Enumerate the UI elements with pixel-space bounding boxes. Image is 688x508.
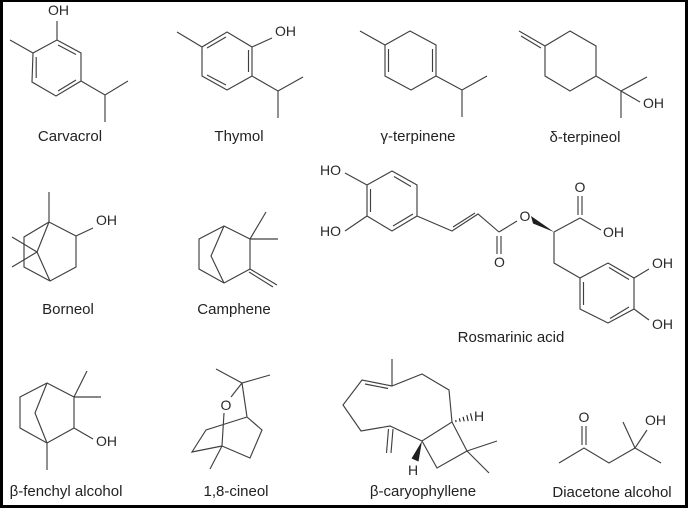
molecule-label-gamma-terpinene: γ-terpinene (380, 128, 456, 145)
rosmarinic-ho-bottom-label: HO (320, 223, 341, 239)
borneol-oh-label: OH (96, 212, 117, 228)
beta-caryophyllene-h-bottom-label: H (408, 462, 418, 478)
camphene-skeleton (198, 211, 278, 286)
molecule-label-carvacrol: Carvacrol (37, 128, 103, 145)
molecule-label-cineol: 1,8-cineol (203, 483, 269, 500)
molecule-carvacrol-structure: OH (9, 2, 129, 122)
gamma-terpinene-double-bonds (387, 49, 434, 72)
cineol-o-label: O (221, 397, 232, 413)
molecule-label-borneol: Borneol (42, 301, 94, 318)
rosmarinic-acid-double-bonds (369, 176, 630, 319)
beta-fenchyl-alcohol-skeleton (19, 370, 101, 470)
diacetone-alcohol-o-label: O (579, 409, 590, 425)
molecule-borneol-structure: OH (11, 192, 117, 282)
thymol-skeleton (176, 31, 304, 118)
rosmarinic-ester-o-label: O (520, 208, 531, 224)
molecule-label-diacetone-alcohol: Diacetone alcohol (552, 484, 672, 501)
molecule-label-beta-caryophyllene: β-caryophyllene (369, 483, 477, 500)
carvacrol-double-bonds (35, 44, 77, 92)
beta-caryophyllene-double-bond (364, 383, 389, 390)
borneol-skeleton (11, 192, 94, 282)
molecule-label-thymol: Thymol (214, 128, 264, 145)
delta-terpineol-oh-label: OH (643, 95, 664, 111)
thymol-oh-label: OH (275, 23, 296, 39)
molecule-diacetone-alcohol-structure: O OH (558, 409, 666, 464)
molecule-beta-fenchyl-alcohol-structure: OH (19, 370, 117, 470)
gamma-terpinene-skeleton (359, 30, 488, 117)
carvacrol-oh-label: OH (48, 2, 69, 18)
molecule-rosmarinic-acid-structure: HO HO O O O OH OH OH (320, 162, 673, 332)
beta-caryophyllene-hash-wedge-h (455, 413, 473, 423)
molecule-label-delta-terpineol: δ-terpineol (549, 129, 621, 146)
molecule-gamma-terpinene-structure (359, 30, 488, 117)
molecule-thymol-structure: OH (176, 23, 304, 118)
molecule-cineol-structure: O (190, 368, 271, 470)
molecule-beta-caryophyllene-structure: H H (342, 359, 498, 478)
molecule-delta-terpineol-structure: OH (518, 30, 664, 118)
molecule-camphene-structure (198, 211, 278, 288)
delta-terpineol-skeleton (518, 30, 648, 118)
beta-fenchyl-alcohol-oh-label: OH (96, 433, 117, 449)
camphene-double-bond (248, 271, 274, 288)
rosmarinic-ring2-oh-bottom-label: OH (652, 316, 673, 332)
beta-caryophyllene-h-right-label: H (474, 408, 484, 424)
rosmarinic-acid-oh-label: OH (603, 224, 624, 240)
molecule-label-camphene: Camphene (197, 301, 271, 318)
delta-terpineol-double-bond (520, 35, 542, 49)
rosmarinic-acid-skeleton (344, 170, 650, 324)
diacetone-alcohol-oh-label: OH (645, 412, 666, 428)
rosmarinic-ho-top-label: HO (320, 162, 341, 178)
diacetone-alcohol-skeleton (558, 421, 662, 464)
rosmarinic-ring2-oh-top-label: OH (652, 255, 673, 271)
rosmarinic-acid-stereo-wedge (531, 216, 554, 232)
rosmarinic-ketone-o-label: O (494, 254, 505, 270)
thymol-double-bonds (206, 36, 250, 86)
molecule-label-beta-fenchyl-alcohol: β-fenchyl alcohol (9, 483, 123, 500)
beta-caryophyllene-skeleton (342, 359, 498, 474)
beta-caryophyllene-bold-wedge-h (411, 441, 422, 462)
cineol-skeleton (190, 368, 271, 470)
rosmarinic-acid-double-o-label: O (575, 179, 586, 195)
molecule-label-rosmarinic-acid: Rosmarinic acid (457, 329, 565, 346)
carvacrol-skeleton (9, 21, 129, 122)
